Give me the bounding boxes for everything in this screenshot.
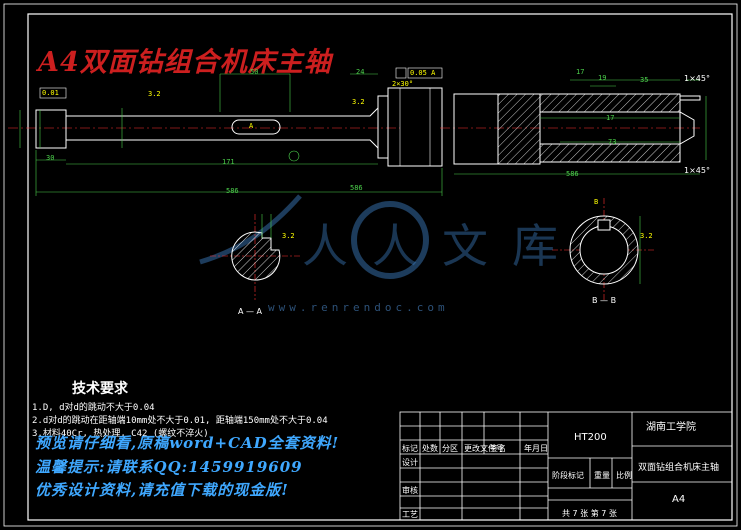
tb-weight: 重量: [594, 471, 610, 480]
dim-24: 24: [356, 68, 365, 76]
tb-date: 年月日: [524, 444, 548, 453]
main-view-dimensions: [19, 73, 443, 196]
school-name: 湖南工学院: [646, 422, 696, 433]
tb-review: 审核: [402, 486, 418, 495]
tb-change-doc: 更改文件号: [464, 444, 504, 453]
section-view-dimensions: [454, 79, 707, 175]
dim-50: 50: [250, 68, 259, 76]
roughness-2: 3.2: [352, 98, 365, 106]
dim-17: 17: [606, 114, 615, 122]
sheet-info: 共 7 张 第 7 张: [562, 509, 617, 518]
requirements-title: 技术要求: [72, 381, 128, 397]
material-label: HT200: [574, 432, 607, 443]
dim-total-length-b: 586: [350, 184, 363, 192]
dim-total-length: 586: [226, 187, 239, 195]
paper-size: A4: [672, 494, 686, 505]
dim-19: 19: [598, 74, 607, 82]
tb-scale: 比例: [616, 471, 632, 480]
promo-line-1: 预览请仔细看,原稿word+CAD全套资料!: [35, 434, 340, 452]
promo-line-3: 优秀设计资料,请充值下载的现金版!: [35, 481, 289, 499]
chamfer-1: 1×45°: [684, 74, 710, 83]
tb-mark: 标记: [402, 444, 418, 453]
section-b-b: [552, 198, 656, 302]
requirement-item-1: 1.D, d对d的跳动不大于0.04: [32, 403, 155, 413]
datum-b-label: B: [594, 198, 599, 206]
tb-design: 设计: [402, 458, 418, 467]
watermark-url: www.renrendoc.com: [268, 301, 449, 314]
chamfer-2: 1×45°: [684, 166, 710, 175]
section-a-a-label: A — A: [238, 307, 263, 316]
watermark-name: 人人文库: [302, 219, 582, 273]
roughness-1: 3.2: [148, 90, 161, 98]
dim-35: 35: [640, 76, 649, 84]
tb-process: 工艺: [402, 510, 418, 519]
tb-zone: 分区: [442, 444, 458, 453]
tb-count: 处数: [422, 444, 438, 453]
tolerance-frame-2: [407, 67, 443, 79]
outer-frame: [3, 3, 738, 527]
tolerance-1-value: 0.01: [42, 89, 59, 97]
drawing-title: A4双面钻组合机床主轴: [38, 47, 332, 78]
requirement-item-3: 3.材料40Cr, 热处理, C42 (螺纹不淬火): [32, 429, 209, 439]
shaft-section-view: [440, 93, 701, 165]
tb-sign: 签名: [490, 444, 506, 453]
promo-line-2: 温馨提示:请联系QQ:1459919609: [35, 458, 303, 476]
tb-stage-mark: 阶段标记: [552, 471, 584, 480]
roughness-4: 3.2: [640, 232, 653, 240]
shaft-main-view: [8, 87, 443, 167]
requirement-item-2: 2.d对d的跳动在距轴端10mm处不大于0.01, 距轴端150mm处不大于0.…: [32, 416, 328, 426]
tolerance-frame-1: [39, 87, 67, 99]
dim-171: 171: [222, 158, 235, 166]
roughness-3: 3.2: [282, 232, 295, 240]
section-a-a: [210, 214, 300, 300]
part-title: 双面钻组合机床主轴: [638, 463, 720, 473]
dim-30: 30: [46, 154, 55, 162]
tolerance-frame-2-sym: [395, 67, 407, 79]
inner-frame: [27, 13, 733, 521]
section-b-b-label: B — B: [592, 296, 617, 305]
dim-73: 73: [608, 138, 617, 146]
dim-section-length: 586: [566, 170, 579, 178]
datum-a-label: A: [249, 122, 254, 130]
angle-note: 2×30°: [392, 80, 414, 88]
title-block: [399, 411, 733, 521]
dim-17b: 17: [576, 68, 585, 76]
tolerance-2-value: 0.05 A: [410, 69, 436, 77]
